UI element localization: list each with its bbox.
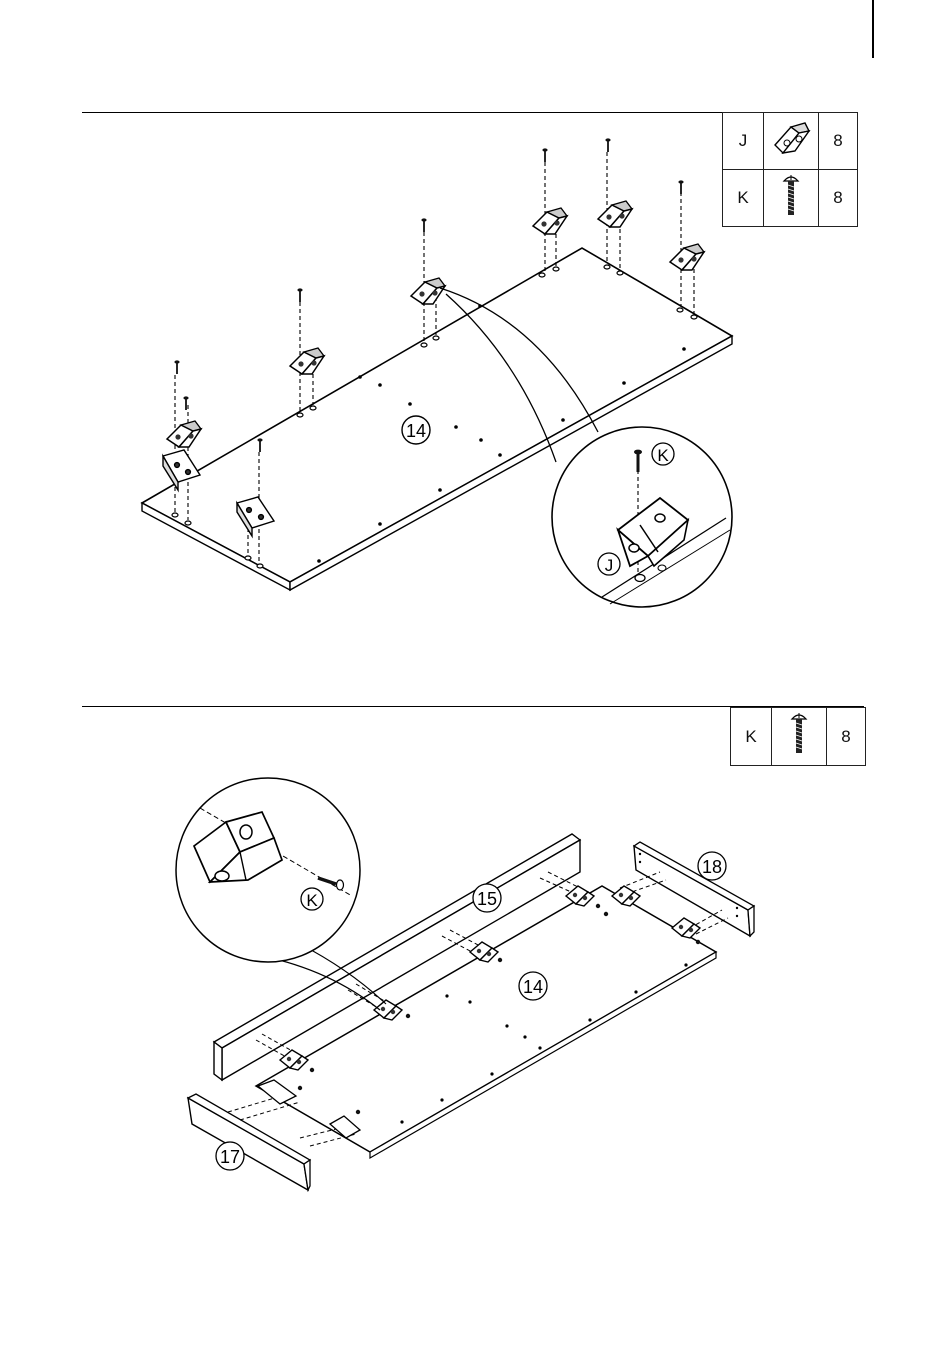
- hardware-qty: 8: [827, 708, 866, 766]
- callout-label-j: J: [605, 556, 614, 575]
- callout-label-k: K: [306, 891, 318, 910]
- panel-label-18: 18: [702, 857, 722, 877]
- screw-icon: [772, 708, 827, 766]
- step2-illustration: 15 14 18 17 K: [0, 770, 939, 1210]
- panel-17: [188, 1094, 310, 1190]
- detail-callout: K J: [552, 427, 732, 607]
- hardware-row-k: K 8: [731, 708, 866, 766]
- callout-label-k: K: [657, 446, 669, 465]
- panel-label-17: 17: [220, 1147, 240, 1167]
- hardware-letter: K: [731, 708, 772, 766]
- detail-callout: K: [176, 778, 360, 962]
- panel-label-14: 14: [406, 421, 426, 441]
- panel-label-14: 14: [523, 977, 543, 997]
- panel-label-15: 15: [477, 889, 497, 909]
- page-edge-mark: [872, 0, 874, 58]
- step1-illustration: 14 K J: [0, 130, 939, 610]
- step2-hardware-table: K 8: [730, 707, 866, 766]
